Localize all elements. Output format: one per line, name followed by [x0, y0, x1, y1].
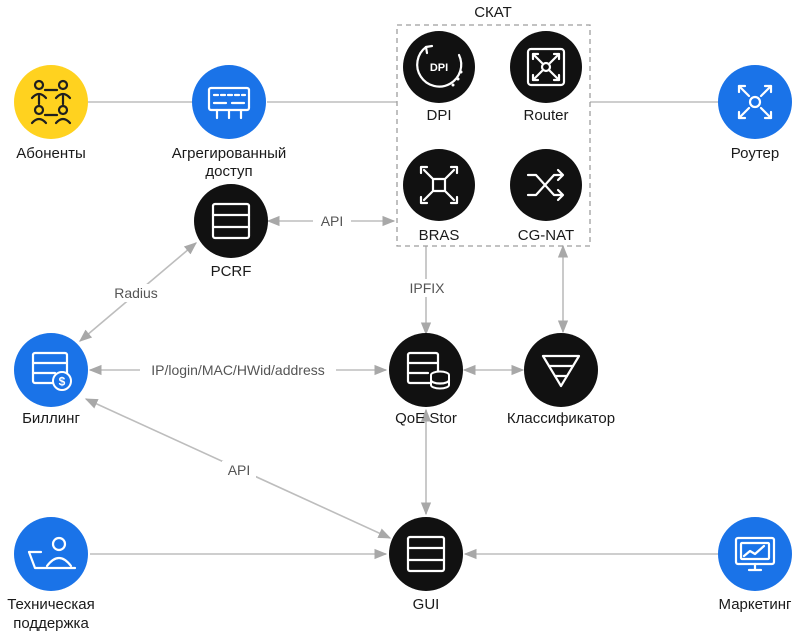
tech-support-circle: [14, 517, 88, 591]
router-inner-label: Router: [523, 107, 568, 124]
subscribers-label: Абоненты: [16, 145, 86, 162]
connections: [79, 101, 720, 560]
switch-icon: [207, 86, 251, 120]
dpi-badge-text: DPI: [430, 62, 448, 74]
gui-label: GUI: [413, 596, 440, 613]
edge-label-billing-qoe: IP/login/MAC/HWid/address: [151, 362, 325, 378]
aggregated-access-label-line1: Агрегированный: [172, 145, 287, 162]
billing-node[interactable]: $ Биллинг: [14, 333, 88, 427]
router-outer-icon: [737, 84, 773, 120]
qoe-stor-node[interactable]: QoE Stor: [389, 333, 463, 427]
database-server-icon: [406, 351, 451, 390]
classifier-circle: [524, 333, 598, 407]
marketing-node[interactable]: Маркетинг: [718, 517, 792, 613]
gui-server-icon: [406, 535, 446, 573]
tech-support-label-line1: Техническая: [7, 596, 95, 613]
marketing-label: Маркетинг: [719, 596, 792, 613]
shuffle-icon: [526, 168, 565, 202]
billing-icon: $: [31, 351, 72, 391]
bras-circle: [403, 149, 475, 221]
classifier-node[interactable]: Классификатор: [507, 333, 615, 427]
server-icon: [211, 202, 251, 240]
gui-circle: [389, 517, 463, 591]
pcrf-node[interactable]: PCRF: [194, 184, 268, 280]
support-laptop-icon: [27, 536, 77, 570]
aggregated-access-node[interactable]: Агрегированный доступ: [172, 65, 287, 180]
edge-label-pcrf-billing: Radius: [114, 285, 158, 301]
router-inner-icon: [526, 47, 566, 87]
edge-label-pcrf-skat: API: [321, 213, 344, 229]
funnel-icon: [541, 354, 581, 388]
qoe-stor-circle: [389, 333, 463, 407]
subscribers-node[interactable]: Абоненты: [14, 65, 88, 162]
billing-circle: [14, 333, 88, 407]
pcrf-circle: [194, 184, 268, 258]
dpi-icon: DPI: [416, 44, 463, 88]
edge-label-billing-gui: API: [228, 462, 251, 478]
pcrf-label: PCRF: [211, 263, 252, 280]
router-outer-node[interactable]: Роутер: [718, 65, 792, 162]
edge-labels: API Radius IPFIX IP/login/MAC/HWid/addre…: [108, 212, 450, 479]
dpi-node[interactable]: DPI DPI: [403, 31, 475, 124]
billing-label: Биллинг: [22, 410, 80, 427]
router-inner-circle: [510, 31, 582, 103]
cgnat-node[interactable]: CG-NAT: [510, 149, 582, 244]
skat-group-title: СКАТ: [474, 4, 512, 21]
router-outer-label: Роутер: [731, 145, 779, 162]
dpi-label: DPI: [426, 107, 451, 124]
subscribers-circle: [14, 65, 88, 139]
bras-icon: [419, 165, 459, 205]
tech-support-node[interactable]: Техническая поддержка: [7, 517, 95, 632]
users-network-icon: [30, 79, 72, 125]
monitor-chart-icon: [734, 536, 776, 572]
cgnat-label: CG-NAT: [518, 227, 574, 244]
bras-node[interactable]: BRAS: [403, 149, 475, 244]
dollar-icon: $: [59, 375, 66, 389]
classifier-label: Классификатор: [507, 410, 615, 427]
router-outer-circle: [718, 65, 792, 139]
gui-node[interactable]: GUI: [389, 517, 463, 613]
dpi-circle: [403, 31, 475, 103]
tech-support-label-line2: поддержка: [13, 615, 89, 632]
aggregated-access-label-line2: доступ: [205, 163, 252, 180]
bras-label: BRAS: [419, 227, 460, 244]
qoe-stor-label: QoE Stor: [395, 410, 457, 427]
edge-label-skat-qoe: IPFIX: [409, 280, 445, 296]
aggregated-access-circle: [192, 65, 266, 139]
router-inner-node[interactable]: Router: [510, 31, 582, 124]
skat-group: СКАТ DPI DPI Router: [396, 4, 591, 247]
